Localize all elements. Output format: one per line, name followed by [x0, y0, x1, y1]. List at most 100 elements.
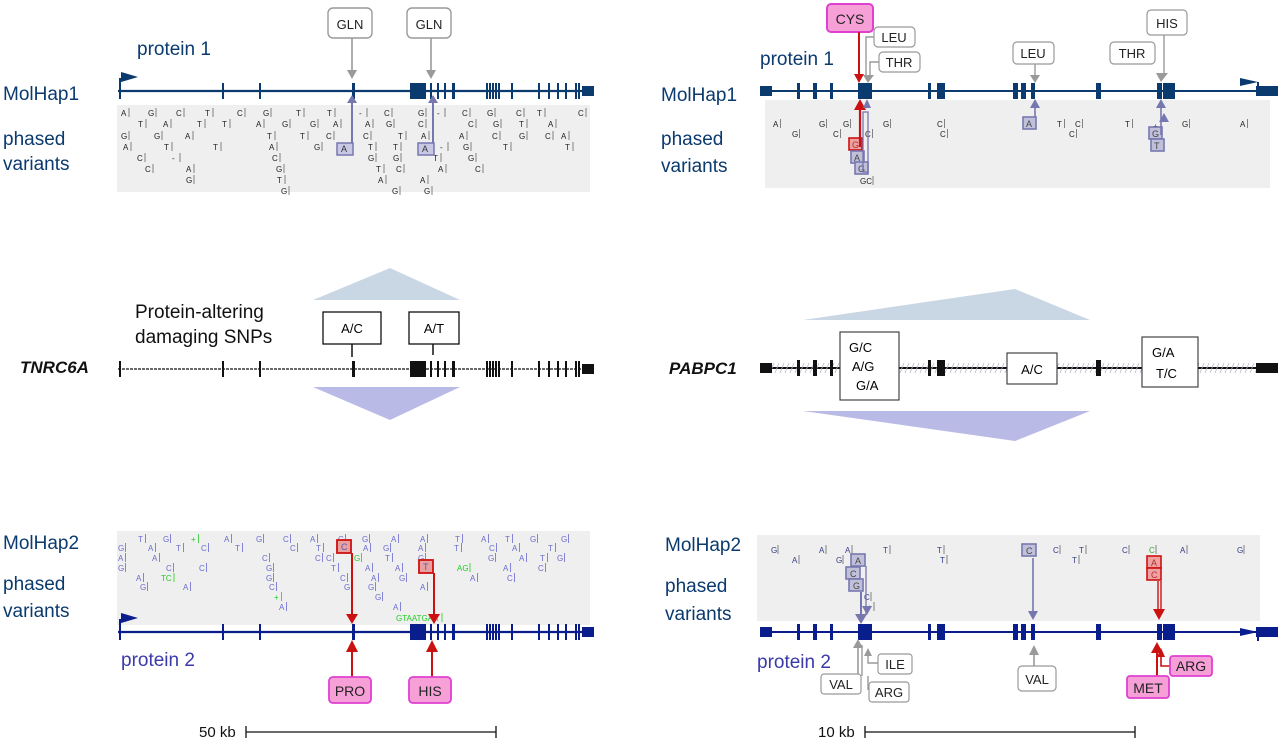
callout-arrow-stem [869, 61, 879, 76]
variant-base: C [269, 583, 275, 592]
exon [452, 624, 455, 640]
variant-base: T [267, 132, 272, 141]
highlighted-variant-box [1022, 116, 1037, 130]
variant-base: G [266, 574, 272, 583]
amino-acid-label: THR [1119, 46, 1146, 61]
exon [797, 83, 800, 99]
variant-base: G [493, 120, 499, 129]
exon [548, 624, 550, 640]
variant-base: C [864, 593, 870, 602]
amino-acid-callout-box [1017, 665, 1057, 692]
exon [813, 83, 817, 99]
variant-base: T [454, 544, 459, 553]
exon [452, 83, 455, 99]
svg-text:A/C: A/C [1021, 362, 1043, 377]
exon [575, 83, 577, 99]
exon [937, 624, 945, 640]
variant-base: C [492, 132, 498, 141]
variant-base: C [283, 535, 289, 544]
highlighted-variant-base: C [1151, 570, 1158, 580]
exon [578, 361, 580, 377]
right-scale-bar: 10 kb [818, 724, 1136, 741]
highlighted-variant-base: C [850, 569, 857, 579]
tss-arrow-icon [121, 72, 138, 82]
intron-hatch [944, 362, 950, 374]
highlighted-variant-box [417, 142, 435, 156]
amino-acid-callout-box [406, 7, 452, 39]
tss-arrow-icon [121, 613, 138, 623]
intron-hatch [1239, 362, 1245, 374]
variant-base: A [363, 544, 369, 553]
variant-base: A [503, 564, 509, 573]
variant-base: G [344, 583, 350, 592]
highlighted-variant-base: G [858, 164, 865, 174]
left-hap2-variants: TG+AGCACGAATATGGGATCTCTAGATCATAACCCGTGGA… [118, 534, 569, 624]
variant-arrow-head-icon [862, 606, 872, 615]
variant-base: + [191, 535, 196, 544]
variant-base: A [420, 583, 426, 592]
exon [430, 361, 432, 377]
amino-acid-callout-box [826, 3, 874, 33]
variant-base: A [418, 544, 424, 553]
variant-base: T [937, 546, 942, 555]
variant-arrow-stem [862, 111, 869, 173]
variant-arrow-head-icon [428, 95, 438, 103]
variant-base: TC [161, 574, 172, 583]
intron-hatch [1219, 362, 1225, 374]
variant-base: T [1125, 120, 1130, 129]
right-protein2-label: protein 2 [757, 652, 831, 673]
variant-base: A [256, 120, 262, 129]
callout-arrow-head-icon [853, 639, 863, 648]
intron-hatch [1249, 362, 1255, 374]
variant-base: C [833, 130, 839, 139]
snp-box-1: G/C A/G G/A [839, 331, 900, 401]
left-zoom-trapezoid-top [313, 268, 460, 300]
right-hap1-variant-panel [765, 100, 1270, 188]
intron-hatch [914, 362, 920, 374]
amino-acid-callout-box [820, 673, 862, 695]
exon [557, 361, 559, 377]
variant-base: C [468, 120, 474, 129]
tes-arrow-icon [1240, 628, 1258, 636]
svg-text:A/G: A/G [852, 359, 874, 374]
exon [557, 83, 559, 99]
variant-base: A [421, 132, 427, 141]
variant-base: C [145, 165, 151, 174]
amino-acid-label: LEU [881, 30, 906, 45]
svg-text:G/C: G/C [849, 340, 872, 355]
callout-arrow-head-icon [347, 70, 357, 79]
intron-hatch [1079, 362, 1085, 374]
variant-base: T [940, 556, 945, 565]
snp-box-3: G/A T/C [1141, 336, 1199, 388]
right-protein1-label: protein 1 [760, 49, 834, 70]
intron-hatch [819, 362, 825, 374]
callout-arrow-head-icon [1030, 75, 1040, 83]
variant-base: G [310, 120, 316, 129]
right-hap1-gene-track [760, 78, 1278, 99]
left-hap1-gene-track [118, 72, 594, 99]
right-phased2-label: phased [665, 576, 727, 597]
variant-base: T [222, 120, 227, 129]
exon [444, 624, 446, 640]
variant-base: C [262, 554, 268, 563]
amino-acid-label: VAL [829, 677, 853, 692]
variant-base: C [1122, 546, 1128, 555]
intron-hatch [899, 362, 905, 374]
variant-base: G [121, 132, 127, 141]
callout-arrow-head-icon [426, 70, 436, 79]
exon [222, 624, 224, 640]
amino-acid-callout-box [1109, 41, 1156, 65]
callout-arrow-head-icon [864, 648, 872, 656]
variant-base: A [185, 132, 191, 141]
variant-base: G [883, 120, 889, 129]
intron-hatch [779, 362, 785, 374]
variant-base: A [395, 564, 401, 573]
amino-acid-label: CYS [836, 11, 865, 27]
variant-base: G [519, 132, 525, 141]
variant-base: A [819, 546, 825, 555]
variant-base: T [277, 176, 282, 185]
